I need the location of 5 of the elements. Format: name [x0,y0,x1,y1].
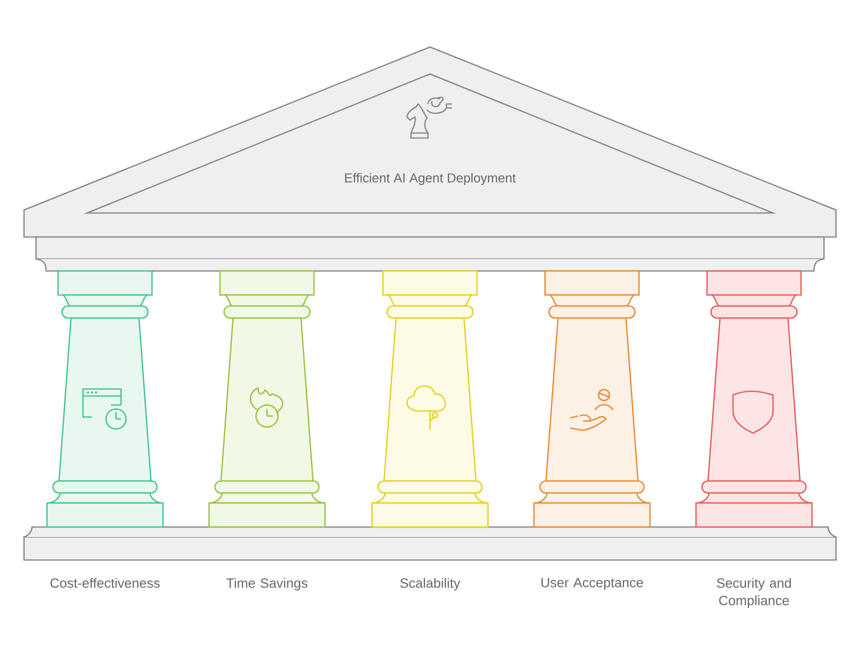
pillar-label: Scalability [400,578,460,590]
pillar-label: Security and Compliance [716,578,791,608]
pillar-label: User Acceptance [541,578,643,590]
pillar-label: Time Savings [226,578,308,590]
pillar-label: Cost-effectiveness [50,578,160,588]
